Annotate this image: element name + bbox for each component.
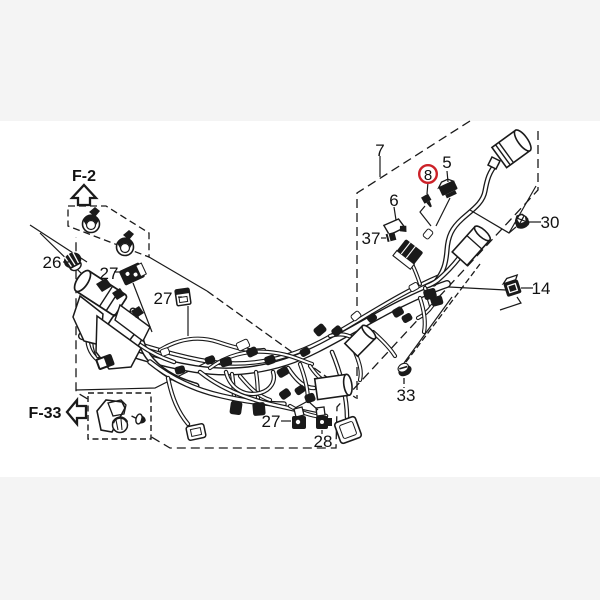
svg-text:27: 27 (100, 264, 119, 283)
svg-text:8: 8 (424, 167, 432, 184)
svg-text:5: 5 (442, 153, 451, 172)
svg-text:F-2: F-2 (72, 168, 96, 185)
svg-text:37: 37 (362, 229, 381, 248)
svg-text:30: 30 (541, 213, 560, 232)
svg-text:6: 6 (389, 191, 398, 210)
svg-text:28: 28 (314, 432, 333, 451)
svg-text:14: 14 (532, 279, 551, 298)
svg-text:27: 27 (262, 412, 281, 431)
svg-text:7: 7 (375, 141, 384, 160)
svg-text:27: 27 (154, 289, 173, 308)
svg-text:F-33: F-33 (29, 405, 62, 422)
svg-text:26: 26 (43, 253, 62, 272)
svg-text:33: 33 (397, 386, 416, 405)
